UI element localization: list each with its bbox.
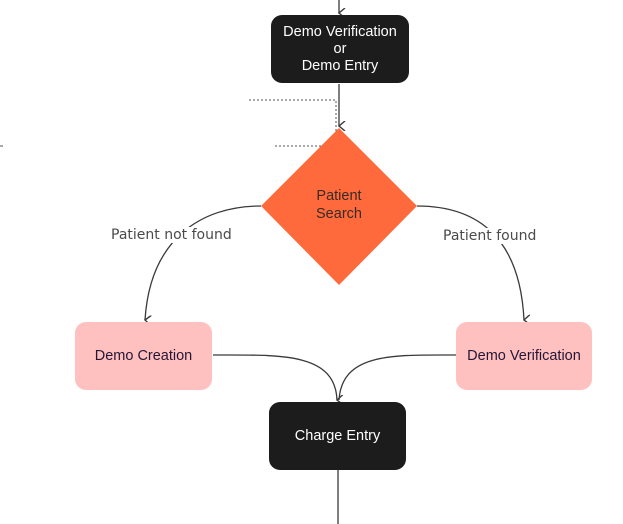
edge-creation-to-charge: [212, 354, 337, 400]
demo-verification-or-entry-node[interactable]: Demo Verification or Demo Entry: [271, 15, 409, 83]
dashed-guide-upper: [249, 99, 337, 147]
node-label: Demo Creation: [94, 348, 193, 364]
demo-creation-node[interactable]: Demo Creation: [75, 322, 212, 390]
edge-label-found: Patient found: [440, 228, 540, 244]
charge-entry-node[interactable]: Charge Entry: [269, 402, 406, 470]
node-line: or: [333, 40, 347, 57]
node-line: Patient: [316, 188, 362, 204]
edge-found: [416, 205, 524, 320]
node-label: Charge Entry: [294, 427, 381, 444]
node-line: Demo Entry: [301, 57, 379, 74]
edge-label-not-found: Patient not found: [108, 227, 235, 243]
demo-verification-node[interactable]: Demo Verification: [456, 322, 592, 390]
patient-search-diamond[interactable]: [261, 128, 417, 285]
edge-not-found: [145, 205, 262, 320]
node-line: Search: [316, 206, 362, 222]
node-line: Demo Verification: [283, 23, 397, 40]
node-label: Demo Verification: [467, 348, 581, 364]
edge-verification-to-charge: [338, 354, 457, 401]
patient-search-label: Patient Search: [289, 187, 389, 223]
